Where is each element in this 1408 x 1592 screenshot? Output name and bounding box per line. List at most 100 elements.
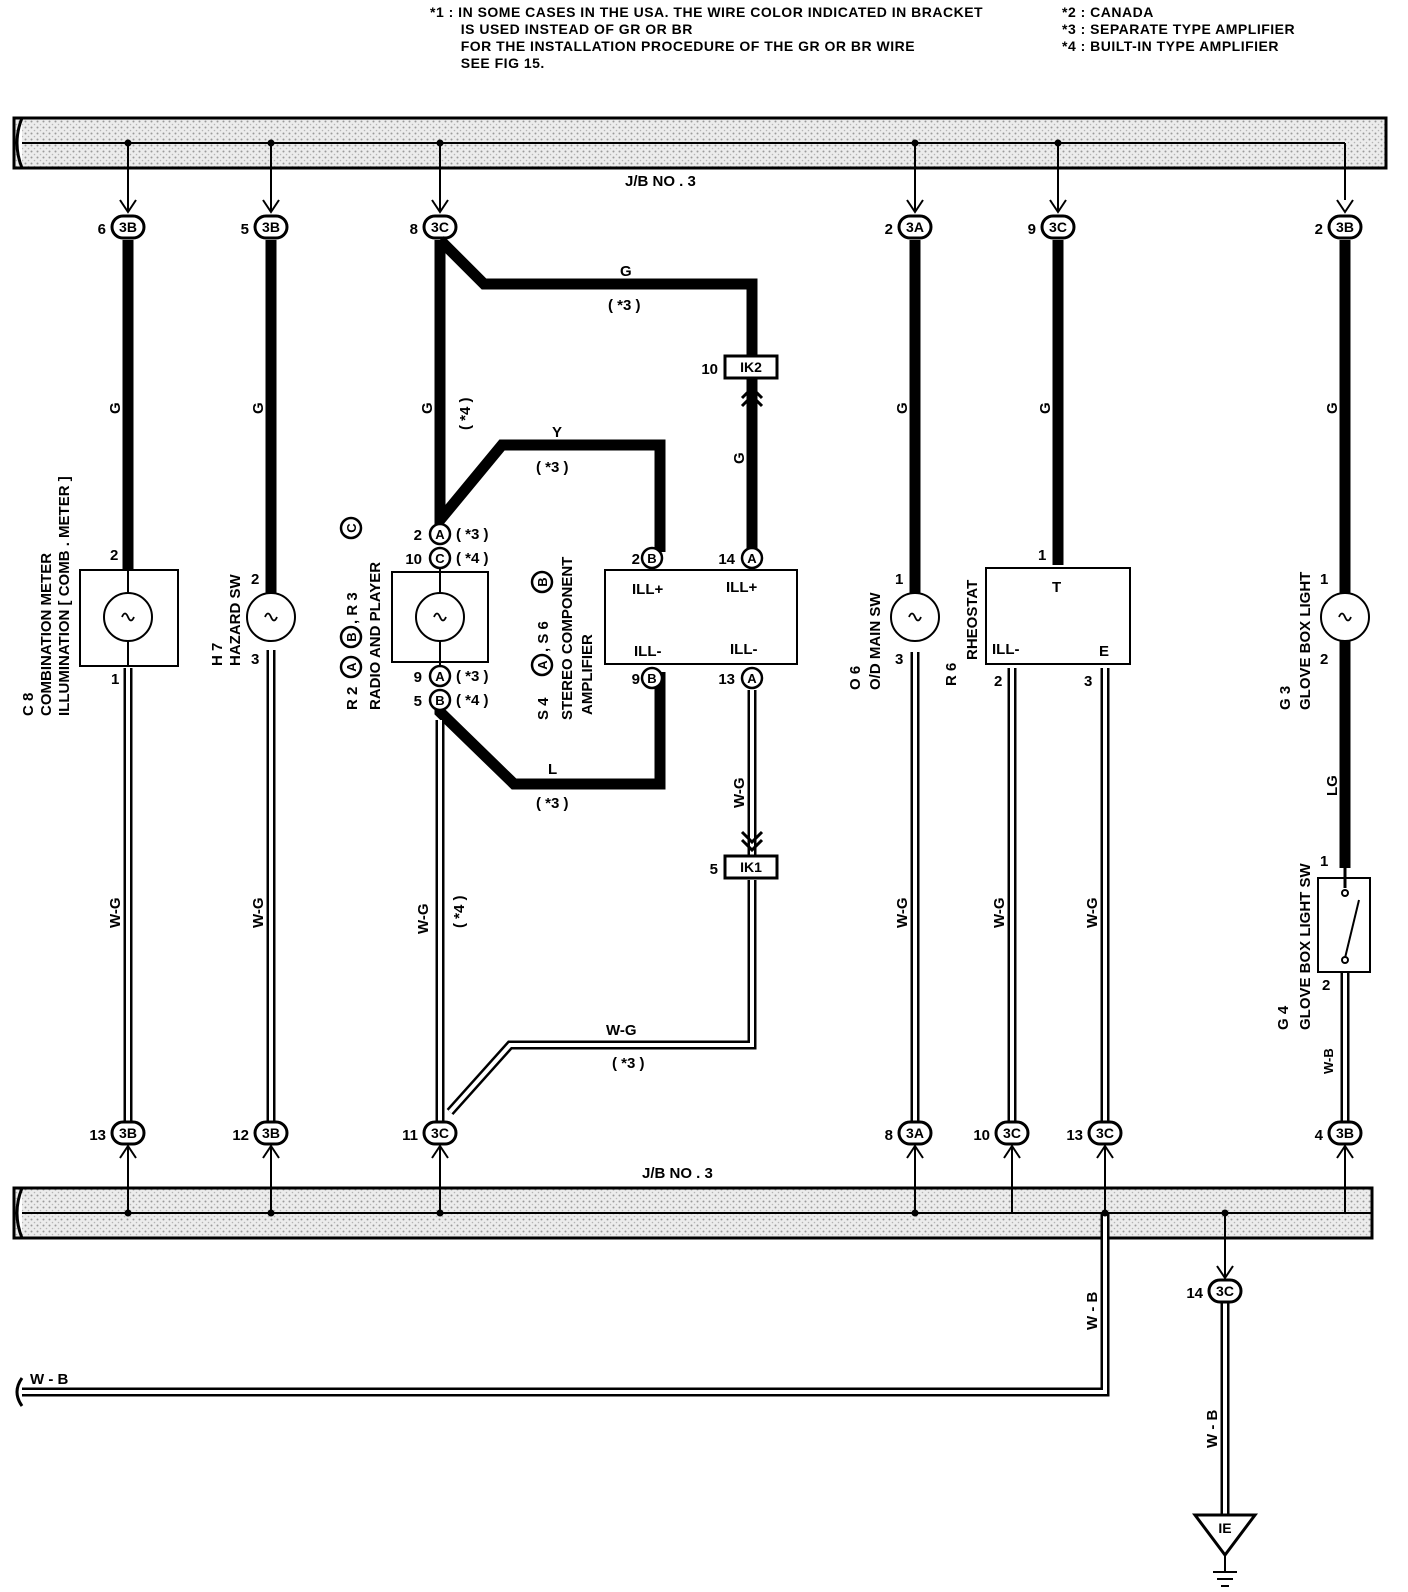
connector-ground: 3C 14 <box>1186 1209 1243 1304</box>
svg-text:HAZARD SW: HAZARD SW <box>227 574 244 666</box>
svg-text:3C: 3C <box>1049 219 1067 235</box>
svg-text:G: G <box>1037 402 1054 414</box>
svg-text:L: L <box>548 761 557 778</box>
svg-text:G: G <box>731 452 748 464</box>
svg-text:( *3 ): ( *3 ) <box>536 795 569 812</box>
svg-text:ILL+: ILL+ <box>726 579 757 596</box>
svg-text:, S 6: , S 6 <box>535 621 552 652</box>
svg-text:5: 5 <box>241 221 249 238</box>
svg-text:G: G <box>107 402 124 414</box>
notes-block: *1 : IN SOME CASES IN THE USA. THE WIRE … <box>430 4 1390 74</box>
svg-text:W-G: W-G <box>415 903 432 934</box>
svg-text:2: 2 <box>1315 221 1323 238</box>
svg-text:11: 11 <box>402 1127 418 1144</box>
component-r2: 2 A ( *3 ) 10 C ( *4 ) 9 A ( *3 ) 5 B ( … <box>339 516 489 712</box>
svg-text:H 7: H 7 <box>209 643 226 666</box>
connector-c3-bot: 3C 11 <box>402 1120 458 1217</box>
svg-text:3: 3 <box>895 651 903 668</box>
svg-text:2: 2 <box>632 551 640 568</box>
svg-text:A: A <box>435 669 445 684</box>
wire-g-ik2 <box>436 236 758 356</box>
svg-text:( *3 ): ( *3 ) <box>536 459 569 476</box>
svg-text:( *4 ): ( *4 ) <box>456 692 489 709</box>
svg-text:13: 13 <box>1066 1127 1083 1144</box>
svg-text:G: G <box>419 402 436 414</box>
svg-text:2: 2 <box>994 673 1002 690</box>
svg-text:O/D MAIN SW: O/D MAIN SW <box>867 592 884 690</box>
connector-ik2: IK2 10 <box>701 354 779 380</box>
svg-text:RHEOSTAT: RHEOSTAT <box>964 580 981 660</box>
svg-text:W-B: W-B <box>1321 1048 1336 1074</box>
connector-c5-bot: 3C 10 <box>973 1120 1030 1213</box>
svg-text:8: 8 <box>410 221 418 238</box>
svg-text:( *4 ): ( *4 ) <box>451 895 468 928</box>
svg-text:STEREO COMPONENT: STEREO COMPONENT <box>559 557 576 720</box>
svg-text:C 8: C 8 <box>20 693 37 716</box>
connector-c2-bot: 3B 12 <box>232 1120 289 1217</box>
svg-text:G: G <box>250 402 267 414</box>
svg-text:W-G: W-G <box>250 897 267 928</box>
svg-text:( *4 ): ( *4 ) <box>457 397 474 430</box>
connector-ik1: IK1 5 <box>710 854 779 880</box>
svg-text:3B: 3B <box>1336 219 1354 235</box>
svg-text:W - B: W - B <box>1084 1292 1101 1330</box>
wire-bus-wb-left <box>22 1213 1110 1397</box>
svg-text:AMPLIFIER: AMPLIFIER <box>579 634 596 715</box>
note-2: *2 : CANADA <box>1062 4 1154 20</box>
svg-text:W-G: W-G <box>606 1022 637 1039</box>
svg-text:G: G <box>1324 402 1341 414</box>
note-1: *1 : IN SOME CASES IN THE USA. THE WIRE … <box>430 4 984 71</box>
svg-text:2: 2 <box>110 547 118 564</box>
svg-text:10: 10 <box>405 551 422 568</box>
svg-text:3B: 3B <box>262 219 280 235</box>
connector-c1-bot: 3B 13 <box>89 1120 146 1217</box>
svg-text:2: 2 <box>414 527 422 544</box>
svg-text:IK2: IK2 <box>740 359 762 375</box>
svg-text:W - B: W - B <box>1204 1410 1221 1448</box>
thick-wires <box>122 236 1351 868</box>
component-g3: 1 2 G 3 GLOVE BOX LIGHT <box>1277 571 1370 710</box>
svg-text:R 2: R 2 <box>344 687 361 710</box>
svg-text:B: B <box>435 693 444 708</box>
svg-text:2: 2 <box>1322 977 1330 994</box>
svg-text:3C: 3C <box>1003 1125 1021 1141</box>
svg-text:3B: 3B <box>119 219 137 235</box>
svg-text:( *3 ): ( *3 ) <box>608 297 641 314</box>
svg-text:3A: 3A <box>906 1125 924 1141</box>
component-c8: 2 1 C 8 COMBINATION METER ILLUMINATION [… <box>20 476 179 716</box>
svg-text:IK1: IK1 <box>740 859 762 875</box>
ground-symbol: IE <box>1192 1513 1258 1587</box>
svg-text:5: 5 <box>710 861 718 878</box>
svg-text:3C: 3C <box>1096 1125 1114 1141</box>
svg-text:( *3 ): ( *3 ) <box>456 526 489 543</box>
svg-text:10: 10 <box>973 1127 990 1144</box>
svg-text:C: C <box>344 523 359 533</box>
svg-text:5: 5 <box>414 693 422 710</box>
svg-text:9: 9 <box>1028 221 1036 238</box>
svg-text:GLOVE BOX LIGHT: GLOVE BOX LIGHT <box>1297 572 1314 710</box>
svg-text:3C: 3C <box>431 219 449 235</box>
svg-text:10: 10 <box>701 361 718 378</box>
svg-text:W-G: W-G <box>731 777 748 808</box>
svg-text:3B: 3B <box>119 1125 137 1141</box>
svg-text:14: 14 <box>718 551 735 568</box>
svg-text:3C: 3C <box>1216 1283 1234 1299</box>
connector-c2-top: 3B 5 <box>241 214 289 240</box>
component-o6: 1 3 O 6 O/D MAIN SW <box>847 571 940 690</box>
svg-text:1: 1 <box>1320 853 1328 870</box>
svg-text:R 6: R 6 <box>943 663 960 686</box>
connector-c3-top: 3C 8 <box>410 214 458 240</box>
svg-text:GLOVE BOX LIGHT SW: GLOVE BOX LIGHT SW <box>1297 862 1314 1030</box>
ik2-arrow <box>740 385 764 408</box>
component-r6: T ILL- E 1 2 3 R 6 RHEOSTAT <box>943 547 1131 690</box>
svg-text:W - B: W - B <box>30 1371 68 1388</box>
svg-text:ILL+: ILL+ <box>632 581 663 598</box>
svg-text:E: E <box>1099 643 1109 660</box>
svg-text:W-G: W-G <box>107 897 124 928</box>
svg-text:Y: Y <box>552 424 562 441</box>
svg-text:C: C <box>435 551 445 566</box>
svg-text:3: 3 <box>1084 673 1092 690</box>
svg-text:1: 1 <box>895 571 903 588</box>
svg-text:B: B <box>535 577 550 586</box>
ik1-arrow <box>740 830 764 853</box>
